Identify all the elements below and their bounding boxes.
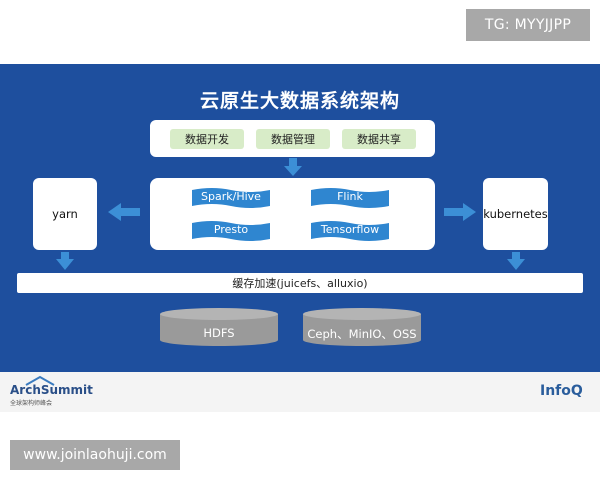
- top-item-data-dev: 数据开发: [170, 129, 244, 149]
- storage-label: Ceph、MinIO、OSS: [307, 327, 417, 341]
- flag-shape: [311, 221, 389, 241]
- arrow-down-yarn: [56, 252, 74, 270]
- flag-shape: [192, 188, 270, 208]
- arrow-right-kubernetes: [444, 203, 476, 221]
- arrow-left-yarn: [108, 203, 140, 221]
- cylinder-shape: [160, 308, 278, 346]
- logo-roof-icon: [25, 375, 55, 386]
- engine-flink: Flink: [311, 188, 389, 208]
- watermark-bottom: www.joinlaohuji.com: [10, 440, 180, 470]
- cache-layer: 缓存加速(juicefs、alluxio): [17, 273, 583, 293]
- engine-presto: Presto: [192, 221, 270, 241]
- yarn-box: yarn: [33, 178, 97, 250]
- storage-hdfs: HDFS: [160, 308, 278, 346]
- top-layer-box: 数据开发 数据管理 数据共享: [150, 120, 435, 157]
- engine-tensorflow: Tensorflow: [311, 221, 389, 241]
- engine-label: Tensorflow: [320, 223, 380, 236]
- engine-box: Spark/Hive Flink Presto Tensorflow: [150, 178, 435, 250]
- storage-label: HDFS: [203, 326, 235, 340]
- engine-spark-hive: Spark/Hive: [192, 188, 270, 208]
- arrow-down-kubernetes: [507, 252, 525, 270]
- top-item-data-share: 数据共享: [342, 129, 416, 149]
- engine-label: Presto: [213, 223, 249, 236]
- cylinder-shape: [303, 308, 421, 346]
- storage-object: Ceph、MinIO、OSS: [303, 308, 421, 346]
- flag-shape: [192, 221, 270, 241]
- watermark-top: TG: MYYJJPP: [466, 9, 590, 41]
- archsummit-text: ArchSummit: [10, 383, 93, 397]
- infoq-logo: InfoQ: [540, 383, 583, 399]
- arrow-down-top: [284, 158, 302, 176]
- archsummit-subtext: 全球架构师峰会: [10, 400, 53, 407]
- kubernetes-box: kubernetes: [483, 178, 548, 250]
- engine-label: Flink: [337, 190, 363, 203]
- top-item-data-mgmt: 数据管理: [256, 129, 330, 149]
- diagram-title: 云原生大数据系统架构: [199, 90, 400, 112]
- engine-label: Spark/Hive: [201, 190, 261, 203]
- slide-footer: ArchSummit 全球架构师峰会 InfoQ: [0, 372, 600, 412]
- flag-shape: [311, 188, 389, 208]
